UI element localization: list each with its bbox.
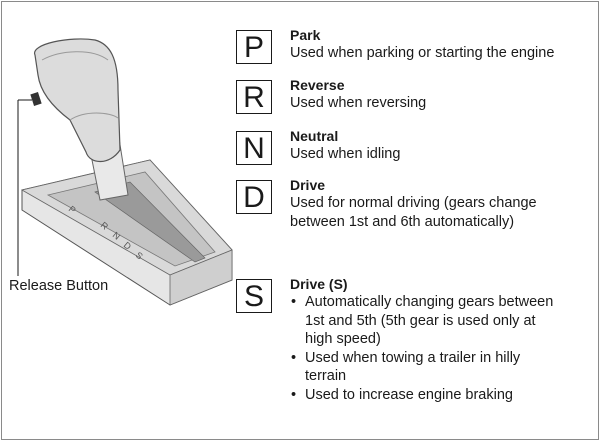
gear-letter-box: P — [236, 30, 272, 64]
gear-letter-box: R — [236, 80, 272, 114]
bullet-icon: • — [291, 386, 296, 405]
gear-title: Neutral — [290, 127, 600, 145]
gear-description-line: between 1st and 6th automatically) — [290, 213, 600, 232]
release-button — [30, 92, 41, 106]
gear-title: Drive — [290, 176, 600, 194]
bullet-line: terrain — [305, 367, 600, 386]
bullet-icon: • — [291, 349, 296, 368]
gear-title: Reverse — [290, 76, 600, 94]
bullet-item: • Automatically changing gears between 1… — [290, 293, 600, 349]
gear-letter-box: N — [236, 131, 272, 165]
bullet-line: Used when towing a trailer in hilly — [305, 349, 600, 368]
release-button-label: Release Button — [9, 278, 108, 294]
bullet-line: Used to increase engine braking — [305, 386, 600, 405]
gear-description: Used when idling — [290, 145, 600, 164]
gear-title: Drive (S) — [290, 275, 600, 293]
bullet-line: high speed) — [305, 330, 600, 349]
gear-description: Used when reversing — [290, 94, 600, 113]
bullet-line: Automatically changing gears between — [305, 293, 600, 312]
gear-letter-box: S — [236, 279, 272, 313]
bullet-icon: • — [291, 293, 296, 312]
gear-description-line: Used for normal driving (gears change — [290, 194, 600, 213]
bullet-line: 1st and 5th (5th gear is used only at — [305, 312, 600, 331]
bullet-item: • Used when towing a trailer in hilly te… — [290, 349, 600, 386]
gear-bullet-list: • Automatically changing gears between 1… — [290, 293, 600, 404]
bullet-item: • Used to increase engine braking — [290, 386, 600, 405]
gear-letter-box: D — [236, 180, 272, 214]
gear-description: Used when parking or starting the engine — [290, 44, 600, 63]
gear-title: Park — [290, 26, 600, 44]
